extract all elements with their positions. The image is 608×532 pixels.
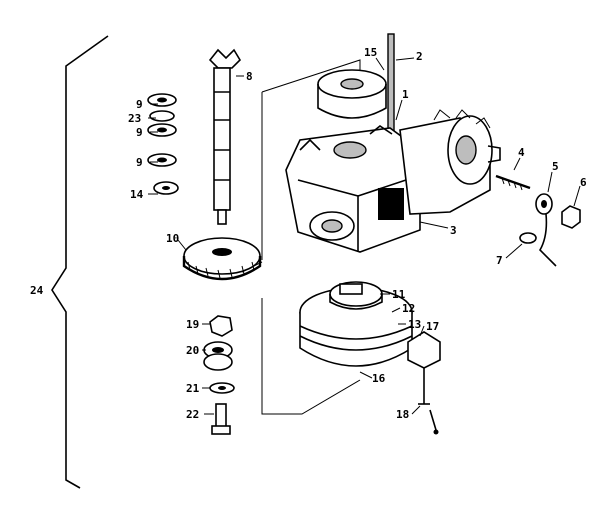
- callout-24: 24: [30, 284, 44, 297]
- callout-23: 23: [128, 112, 141, 125]
- callout-5: 5: [552, 160, 559, 173]
- callout-1: 1: [402, 88, 409, 101]
- gearbox-housing: [285, 125, 421, 253]
- callout-15: 15: [364, 46, 377, 59]
- callout-4: 4: [518, 146, 525, 159]
- callout-22: 22: [186, 408, 199, 421]
- bolt-and-terminal: [495, 174, 581, 267]
- lower-fasteners: [203, 315, 235, 435]
- callout-11: 11: [392, 288, 406, 301]
- callout-17: 17: [426, 320, 439, 333]
- callout-13: 13: [408, 318, 421, 331]
- callout-21: 21: [186, 382, 200, 395]
- callout-9-bottom: 9: [136, 156, 143, 169]
- callout-6: 6: [580, 176, 587, 189]
- callout-2: 2: [416, 50, 423, 63]
- callout-19: 19: [186, 318, 199, 331]
- magnet: [317, 69, 387, 119]
- switch-assembly: [407, 331, 441, 435]
- gear: [182, 237, 262, 281]
- callout-leader-lines: [148, 57, 581, 415]
- retaining-rings: [147, 93, 179, 195]
- callout-7: 7: [496, 254, 503, 267]
- worm-shaft: [208, 48, 242, 225]
- callout-20: 20: [186, 344, 199, 357]
- callout-18: 18: [396, 408, 409, 421]
- callout-9-middle: 9: [136, 126, 143, 139]
- callout-9-top: 9: [136, 98, 143, 111]
- cam-assembly: [299, 281, 413, 367]
- callout-14: 14: [130, 188, 144, 201]
- callout-16: 16: [372, 372, 386, 385]
- assembly-bracket: [51, 35, 109, 489]
- motor: [399, 109, 501, 215]
- callout-12: 12: [402, 302, 415, 315]
- callout-3: 3: [450, 224, 457, 237]
- callout-10: 10: [166, 232, 179, 245]
- callout-8: 8: [246, 70, 253, 83]
